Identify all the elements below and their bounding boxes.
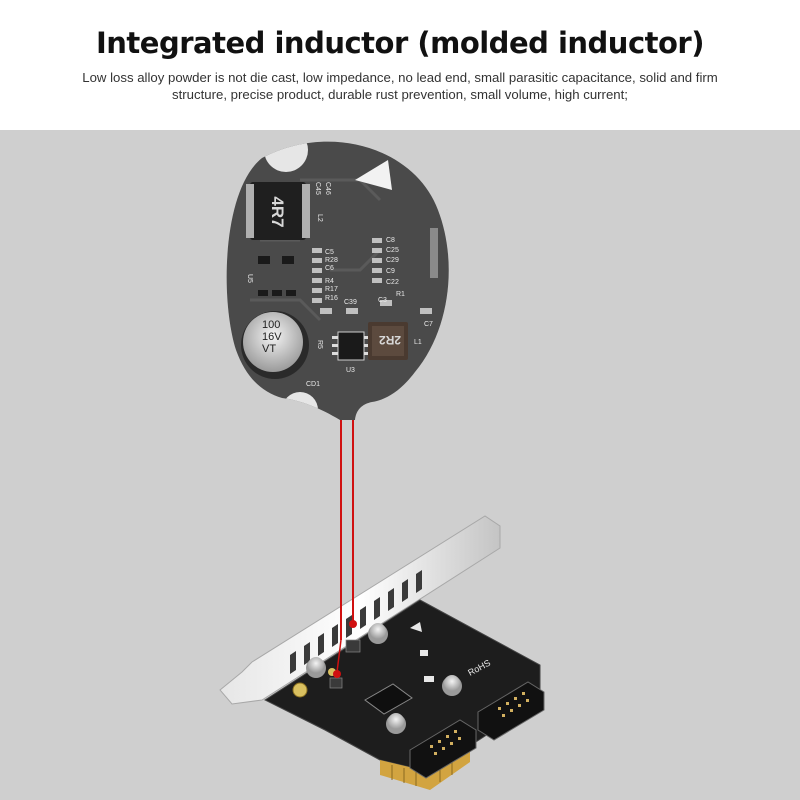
- mounting-hole: [264, 141, 308, 172]
- chip-u3: [332, 331, 370, 361]
- silk-c7: C7: [424, 321, 433, 328]
- silk-r16: R16: [325, 295, 338, 302]
- silk-c45: C45: [314, 182, 321, 195]
- usb-header-right: [477, 681, 545, 741]
- small-inductor: [368, 322, 408, 360]
- pointer-dot-1: [333, 670, 341, 678]
- silk-c3: C3: [378, 297, 387, 304]
- silk-r17: R17: [325, 286, 338, 293]
- silk-r4: R4: [325, 278, 334, 285]
- silk-c22: C22: [386, 279, 399, 286]
- silk-cd1: CD1: [306, 381, 320, 388]
- silk-c39: C39: [344, 299, 357, 306]
- silk-c5: C5: [325, 249, 334, 256]
- silk-c9: C9: [386, 268, 395, 275]
- header: Integrated inductor (molded inductor) Lo…: [0, 0, 800, 130]
- pointer-lines: [333, 420, 357, 678]
- card-capacitors: [306, 623, 462, 734]
- esd-warning-icon: [355, 160, 392, 190]
- silk-c46: C46: [324, 182, 331, 195]
- capacitor-marking-1: 100: [262, 319, 280, 331]
- small-inductor-marking: 2R2: [379, 333, 401, 347]
- silk-l2: L2: [316, 214, 323, 222]
- silk-r1: R1: [396, 291, 405, 298]
- electrolytic-capacitor: [241, 311, 309, 379]
- metal-bracket: [219, 515, 501, 705]
- silk-r28: R28: [325, 257, 338, 264]
- silk-c8: C8: [386, 237, 395, 244]
- silk-c6: C6: [325, 265, 334, 272]
- large-inductor: [246, 182, 310, 240]
- silk-r5: R5: [316, 340, 323, 349]
- large-inductor-marking: 4R7: [268, 196, 287, 227]
- description-text: Low loss alloy powder is not die cast, l…: [82, 70, 718, 102]
- controller-chip: [364, 683, 413, 715]
- silk-u5: U5: [246, 274, 253, 283]
- capacitor-marking-3: VT: [262, 343, 276, 355]
- pcb-surface: [226, 141, 449, 420]
- page-title: Integrated inductor (molded inductor): [96, 26, 705, 60]
- pointer-dot-2: [349, 620, 357, 628]
- silk-l1: L1: [414, 339, 422, 346]
- silk-c25: C25: [386, 247, 399, 254]
- silk-u3: U3: [346, 367, 355, 374]
- gold-finger: [380, 750, 470, 790]
- capacitor-marking-2: 16V: [262, 331, 282, 343]
- silk-c29: C29: [386, 257, 399, 264]
- pcie-card: RoHS: [219, 515, 545, 790]
- usb-header-left: [409, 719, 477, 779]
- zoom-view: 4R7: [226, 141, 449, 420]
